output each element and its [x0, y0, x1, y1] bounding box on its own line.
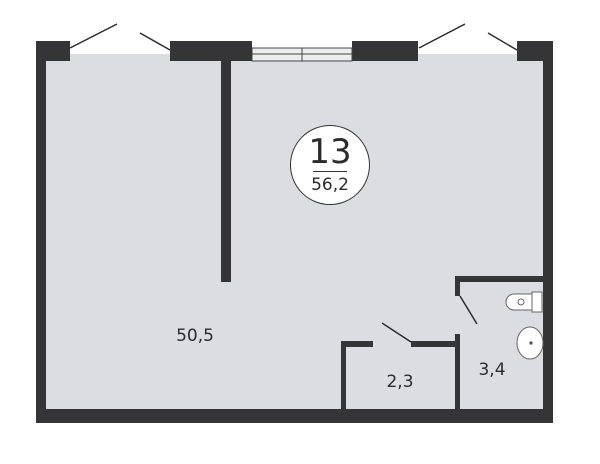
total-area: 56,2: [311, 175, 349, 195]
outer-wall-left: [36, 41, 46, 423]
window: [251, 47, 353, 62]
bathroom-door: [459, 295, 478, 325]
apartment-number: 13: [308, 132, 352, 172]
closet-wall-top: [341, 341, 373, 347]
closet-wall-top: [411, 341, 460, 347]
door-swing: [418, 23, 466, 49]
outer-wall-bottom: [36, 409, 553, 423]
door-swing: [487, 32, 518, 51]
room-area-bathroom: 3,4: [478, 360, 506, 380]
sink-icon: [516, 326, 544, 360]
pillar-top-left: [36, 41, 70, 61]
room-area-main: 50,5: [176, 326, 214, 346]
closet-wall-left: [341, 341, 346, 410]
bathroom-wall-stub: [455, 276, 460, 296]
toilet-icon: [505, 291, 543, 313]
door-swing: [69, 23, 118, 49]
door-swing: [139, 32, 171, 51]
bathroom-wall-top: [455, 276, 545, 282]
outer-wall-right: [543, 41, 553, 423]
floor: [44, 54, 546, 410]
wall-top-segment: [170, 41, 252, 61]
bathroom-wall-left: [455, 334, 460, 410]
apartment-badge: 13 56,2: [290, 125, 370, 205]
closet-door: [381, 322, 412, 343]
wall-top-segment: [352, 41, 418, 61]
partition-wall: [221, 61, 231, 282]
divider: [313, 171, 347, 172]
room-area-closet: 2,3: [386, 372, 414, 392]
